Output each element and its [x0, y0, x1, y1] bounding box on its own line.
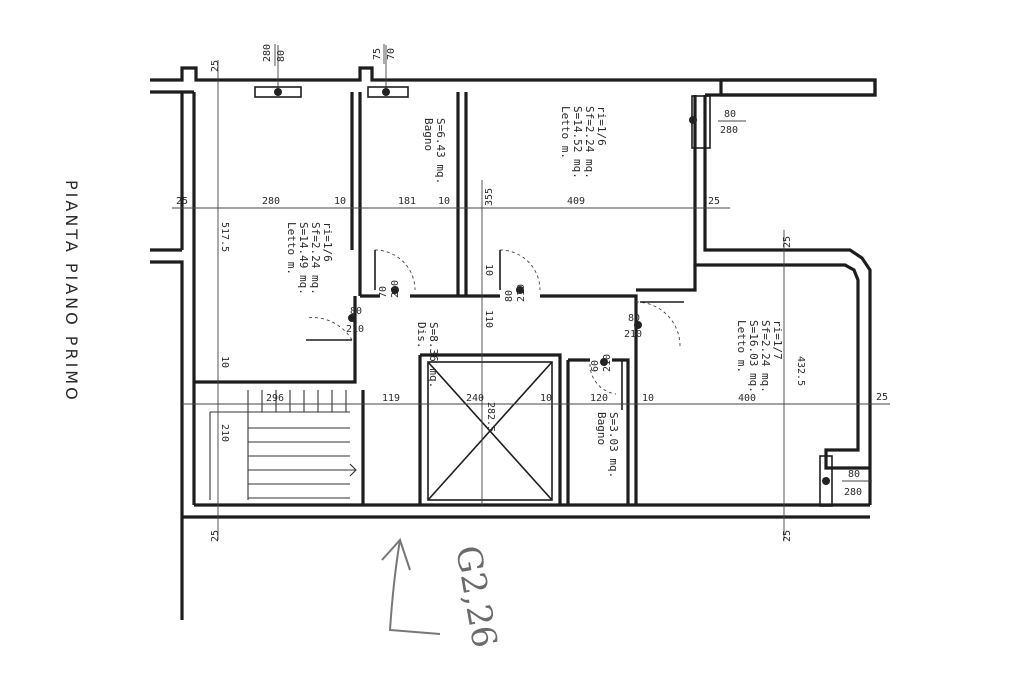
outer-walls [150, 66, 877, 620]
svg-text:S=14.52 mq.: S=14.52 mq. [571, 106, 584, 179]
svg-text:Sf=2.24 mq.: Sf=2.24 mq. [309, 222, 322, 295]
svg-text:75: 75 [372, 48, 383, 60]
svg-text:10: 10 [540, 393, 552, 404]
svg-text:210: 210 [602, 354, 613, 372]
opening-labels: 80 280 70 75 80 280 80 280 80 210 70 210… [262, 44, 872, 498]
svg-text:10: 10 [219, 356, 230, 368]
svg-text:240: 240 [466, 393, 484, 404]
svg-text:25: 25 [176, 196, 188, 207]
plan-title: PIANTA PIANO PRIMO [62, 180, 81, 403]
svg-text:25: 25 [782, 530, 793, 542]
svg-text:Sf=2.24 mq.: Sf=2.24 mq. [759, 320, 772, 393]
svg-text:S=16.03 mq.: S=16.03 mq. [747, 320, 760, 393]
svg-text:Dis.: Dis. [415, 322, 428, 349]
svg-text:210: 210 [624, 329, 642, 340]
svg-text:Sf=2.24 mq.: Sf=2.24 mq. [583, 106, 596, 179]
svg-text:Letto m.: Letto m. [285, 222, 298, 275]
svg-text:80: 80 [628, 313, 640, 324]
svg-text:70: 70 [386, 48, 397, 60]
svg-text:10: 10 [438, 196, 450, 207]
room-bedroom-3: Letto m. S=16.03 mq. Sf=2.24 mq. ri=1/7 [735, 320, 784, 393]
dimension-labels: 25 25 25 25 25 25 25 280 10 181 10 355 4… [176, 60, 888, 542]
room-bathroom-1: Bagno S=6.43 mq. [422, 118, 447, 184]
svg-text:296: 296 [266, 393, 284, 404]
svg-text:Bagno: Bagno [595, 412, 608, 445]
svg-text:181: 181 [398, 196, 416, 207]
svg-text:25: 25 [876, 392, 888, 403]
svg-text:210: 210 [516, 284, 527, 302]
svg-text:10: 10 [334, 196, 346, 207]
svg-text:S=14.49 mq.: S=14.49 mq. [297, 222, 310, 295]
svg-text:Letto m.: Letto m. [735, 320, 748, 373]
svg-text:210: 210 [346, 324, 364, 335]
svg-text:ri=1/7: ri=1/7 [771, 320, 784, 360]
svg-text:280: 280 [844, 487, 862, 498]
svg-text:10: 10 [642, 393, 654, 404]
handwritten-note: G2,26 [447, 543, 504, 651]
room-bathroom-2: Bagno S=3.03 mq. [595, 412, 620, 478]
svg-text:25: 25 [210, 60, 221, 72]
svg-text:S=3.03 mq.: S=3.03 mq. [607, 412, 620, 478]
svg-text:280: 280 [262, 44, 273, 62]
svg-text:282.5: 282.5 [485, 402, 496, 432]
svg-text:210: 210 [390, 280, 401, 298]
room-bedroom-2: Letto m. S=14.52 mq. Sf=2.24 mq. ri=1/6 [559, 106, 608, 179]
svg-text:280: 280 [262, 196, 280, 207]
svg-text:ri=1/6: ri=1/6 [321, 222, 334, 262]
svg-text:Letto m.: Letto m. [559, 106, 572, 159]
svg-text:80: 80 [724, 109, 736, 120]
svg-text:210: 210 [219, 424, 230, 442]
room-hallway: Dis. S=8.36 mq. [415, 322, 440, 388]
svg-text:110: 110 [483, 310, 494, 328]
svg-text:400: 400 [738, 393, 756, 404]
svg-text:355: 355 [484, 188, 495, 206]
dimension-lines [172, 45, 890, 540]
svg-text:Bagno: Bagno [422, 118, 435, 151]
svg-text:80: 80 [504, 290, 515, 302]
svg-text:80: 80 [848, 469, 860, 480]
svg-text:25: 25 [708, 196, 720, 207]
svg-text:25: 25 [782, 236, 793, 248]
doors [305, 249, 684, 395]
interior-walls [350, 92, 697, 505]
hand-arrow [381, 538, 441, 635]
svg-text:60: 60 [590, 360, 601, 372]
svg-text:517.5: 517.5 [219, 222, 230, 252]
windows [254, 86, 833, 507]
svg-text:S=6.43 mq.: S=6.43 mq. [434, 118, 447, 184]
stair-void [427, 361, 553, 501]
svg-text:25: 25 [210, 530, 221, 542]
svg-text:70: 70 [378, 286, 389, 298]
svg-text:80: 80 [350, 306, 362, 317]
svg-text:432.5: 432.5 [795, 356, 806, 386]
svg-text:119: 119 [382, 393, 400, 404]
staircase [209, 390, 357, 500]
svg-text:120: 120 [590, 393, 608, 404]
svg-text:S=8.36 mq.: S=8.36 mq. [427, 322, 440, 388]
svg-text:ri=1/6: ri=1/6 [595, 106, 608, 146]
svg-text:80: 80 [276, 50, 287, 62]
svg-text:409: 409 [567, 196, 585, 207]
room-bedroom-1: Letto m. S=14.49 mq. Sf=2.24 mq. ri=1/6 [285, 222, 334, 295]
svg-text:280: 280 [720, 125, 738, 136]
svg-text:10: 10 [483, 264, 494, 276]
